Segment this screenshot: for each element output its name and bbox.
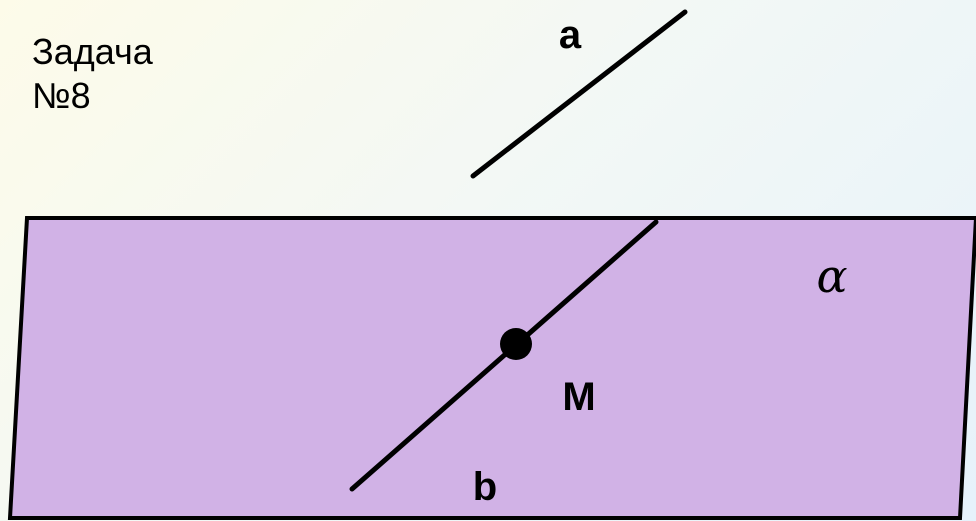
task-title-line2: №8 [32, 75, 91, 116]
label-m: M [562, 375, 595, 419]
task-title-line1: Задача [32, 31, 153, 72]
label-b: b [473, 465, 497, 509]
point-m [500, 328, 532, 360]
label-a: a [559, 13, 582, 57]
line-b [349, 219, 659, 492]
label-alpha: α [816, 249, 847, 303]
task-title: Задача №8 [32, 30, 153, 118]
line-a [470, 9, 688, 179]
